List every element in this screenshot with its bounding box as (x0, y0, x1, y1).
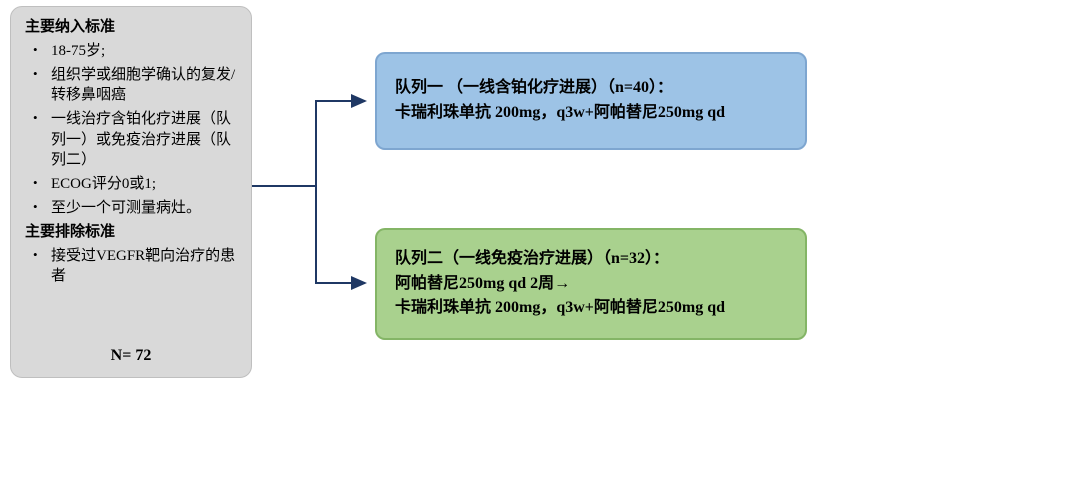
inclusion-item: 组织学或细胞学确认的复发/转移鼻咽癌 (25, 65, 239, 106)
inclusion-item: 18-75岁; (25, 41, 239, 62)
exclusion-item: 接受过VEGFR靶向治疗的患者 (25, 246, 239, 287)
cohort1-box: 队列一 （一线含铂化疗进展）（n=40）： 卡瑞利珠单抗 200mg，q3w+阿… (375, 52, 807, 150)
cohort2-leadin: 阿帕替尼250mg qd 2周→ (395, 274, 571, 292)
exclusion-list: 接受过VEGFR靶向治疗的患者 (25, 246, 239, 287)
inclusion-list: 18-75岁; 组织学或细胞学确认的复发/转移鼻咽癌 一线治疗含铂化疗进展（队列… (25, 41, 239, 219)
exclusion-title: 主要排除标准 (25, 223, 116, 240)
cohort1-regimen: 卡瑞利珠单抗 200mg，q3w+阿帕替尼250mg qd (395, 104, 726, 121)
criteria-box: 主要纳入标准 18-75岁; 组织学或细胞学确认的复发/转移鼻咽癌 一线治疗含铂… (10, 6, 252, 378)
cohort2-regimen: 卡瑞利珠单抗 200mg，q3w+阿帕替尼250mg qd (395, 299, 726, 317)
total-enrollment: N= 72 (110, 347, 152, 364)
cohort2-box: 队列二（一线免疫治疗进展）（n=32）： 阿帕替尼250mg qd 2周→ 卡瑞… (375, 228, 807, 340)
inclusion-item: ECOG评分0或1; (25, 174, 239, 195)
inclusion-item: 至少一个可测量病灶。 (25, 198, 239, 219)
cohort1-title: 队列一 （一线含铂化疗进展）（n=40）： (395, 79, 674, 97)
cohort2-title: 队列二（一线免疫治疗进展）（n=32）： (395, 249, 670, 267)
inclusion-title: 主要纳入标准 (25, 19, 116, 35)
inclusion-item: 一线治疗含铂化疗进展（队列一）或免疫治疗进展（队列二） (25, 109, 239, 171)
